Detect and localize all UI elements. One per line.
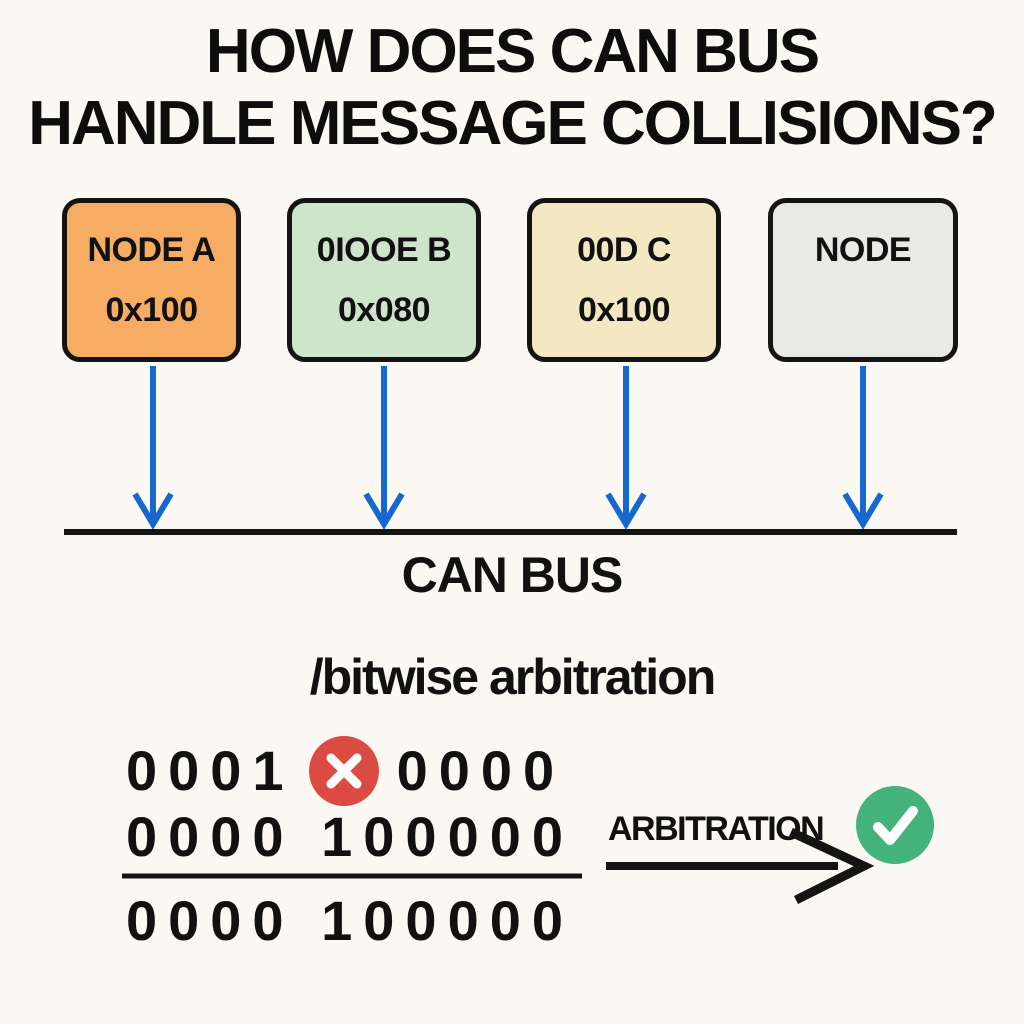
title-line-2: HANDLE MESSAGE COLLISIONS? xyxy=(28,89,998,158)
arbitration-label: ARBITRATION xyxy=(608,810,825,848)
collision-x-icon xyxy=(308,736,379,806)
node-a-name: NODE A xyxy=(87,231,216,269)
node-b-id: 0x080 xyxy=(337,291,431,329)
down-arrow-node-a xyxy=(132,366,174,530)
winner-check-icon xyxy=(856,786,934,864)
down-arrow-node-c xyxy=(605,366,647,530)
node-to-bus-arrows xyxy=(132,366,884,530)
down-arrow-node-d xyxy=(842,366,884,530)
node-d-name: NODE xyxy=(814,231,912,269)
arbitration-result-row: 0000 100000 xyxy=(126,888,574,954)
node-c-id: 0x100 xyxy=(577,291,671,329)
node-b-name: 0IOOE B xyxy=(316,231,452,269)
node-box-d: NODE xyxy=(768,198,958,362)
result-bits: 0000 100000 xyxy=(126,889,575,952)
can-bus-label: CAN BUS xyxy=(401,547,624,603)
node-box-a: NODE A 0x100 xyxy=(62,198,241,362)
node-c-name: 00D C xyxy=(577,231,671,269)
title-line-1: HOW DOES CAN BUS xyxy=(205,17,820,86)
row2-bits: 0000 100000 xyxy=(126,805,575,868)
row1-left-bits: 0001 xyxy=(126,739,295,802)
bitwise-arbitration-subtitle: /bitwise arbitration xyxy=(309,649,717,705)
row1-right-bits: 0000 xyxy=(396,739,566,802)
node-box-c: 00D C 0x100 xyxy=(527,198,721,362)
node-box-b: 0IOOE B 0x080 xyxy=(287,198,481,362)
page-title: HOW DOES CAN BUS HANDLE MESSAGE COLLISIO… xyxy=(0,16,1024,160)
arbitration-row-2: 0000 100000 xyxy=(126,804,574,870)
arbitration-row-1: 0001 0000 xyxy=(126,736,565,806)
node-a-id: 0x100 xyxy=(105,291,198,329)
down-arrow-node-b xyxy=(363,366,405,530)
